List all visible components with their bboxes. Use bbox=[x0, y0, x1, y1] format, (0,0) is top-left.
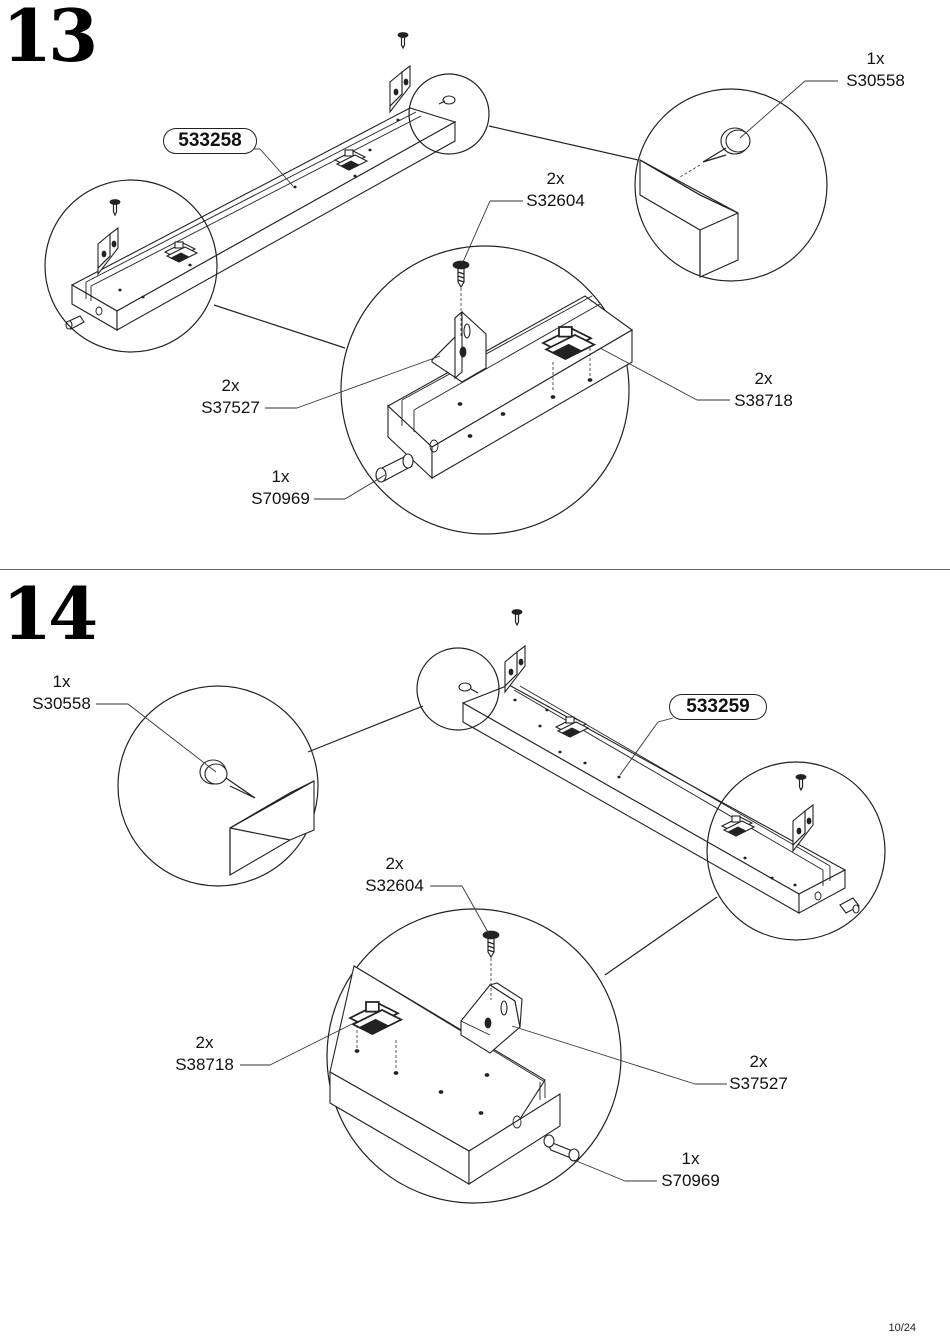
step-14-board bbox=[458, 608, 860, 914]
detail-circle-right-14 bbox=[706, 761, 886, 941]
part-qty: 2x bbox=[385, 854, 404, 873]
part-qty: 1x bbox=[52, 672, 71, 691]
part-code: S70969 bbox=[661, 1171, 720, 1190]
part-qty: 2x bbox=[195, 1033, 214, 1052]
part-code: S70969 bbox=[251, 489, 310, 508]
part-code: S38718 bbox=[734, 391, 793, 410]
part-qty: 2x bbox=[749, 1052, 768, 1071]
detail-circle-hardware bbox=[340, 245, 630, 535]
step-14-part-s37527: 2x S37527 bbox=[721, 1051, 796, 1095]
part-qty: 2x bbox=[754, 369, 773, 388]
step-14-part-s38718: 2x S38718 bbox=[167, 1032, 242, 1076]
step-13-number: 13 bbox=[2, 0, 98, 78]
step-14-panel-code: 533259 bbox=[669, 694, 767, 720]
step-13-board bbox=[65, 31, 457, 331]
part-code: S30558 bbox=[846, 71, 905, 90]
step-14-part-s32604: 2x S32604 bbox=[357, 853, 432, 897]
step-13-pin-detail bbox=[639, 127, 751, 278]
step-13-part-s30558: 1x S30558 bbox=[838, 48, 913, 92]
step-13-part-s32604: 2x S32604 bbox=[518, 168, 593, 212]
part-code: S38718 bbox=[175, 1055, 234, 1074]
detail-circle-end-14 bbox=[416, 647, 500, 731]
part-code: S32604 bbox=[365, 876, 424, 895]
detail-circle-pin-14 bbox=[117, 685, 319, 887]
part-code: S30558 bbox=[32, 694, 91, 713]
step-14-hardware-detail bbox=[329, 930, 580, 1186]
part-qty: 1x bbox=[681, 1149, 700, 1168]
step-13-part-s70969: 1x S70969 bbox=[243, 466, 318, 510]
part-qty: 2x bbox=[546, 169, 565, 188]
detail-circle-pin bbox=[634, 88, 828, 282]
step-divider bbox=[0, 569, 950, 570]
part-qty: 1x bbox=[866, 49, 885, 68]
detail-circle-end bbox=[408, 73, 490, 155]
part-code: S32604 bbox=[526, 191, 585, 210]
part-qty: 2x bbox=[221, 376, 240, 395]
step-13-hardware-detail bbox=[375, 260, 634, 483]
step-14-pin-detail bbox=[199, 759, 315, 876]
step-14-number: 14 bbox=[2, 571, 98, 656]
step-13-part-s37527: 2x S37527 bbox=[193, 375, 268, 419]
detail-circle-left bbox=[44, 179, 218, 353]
leader-533259 bbox=[657, 717, 674, 723]
step-14-part-s30558: 1x S30558 bbox=[24, 671, 99, 715]
part-code: S37527 bbox=[201, 398, 260, 417]
part-qty: 1x bbox=[271, 467, 290, 486]
step-14-part-s70969: 1x S70969 bbox=[653, 1148, 728, 1192]
step-13-panel-code: 533258 bbox=[163, 128, 257, 154]
part-code: S37527 bbox=[729, 1074, 788, 1093]
step-13-part-s38718: 2x S38718 bbox=[726, 368, 801, 412]
detail-circle-hardware-14 bbox=[326, 908, 622, 1204]
page-number: 10/24 bbox=[888, 1322, 916, 1334]
